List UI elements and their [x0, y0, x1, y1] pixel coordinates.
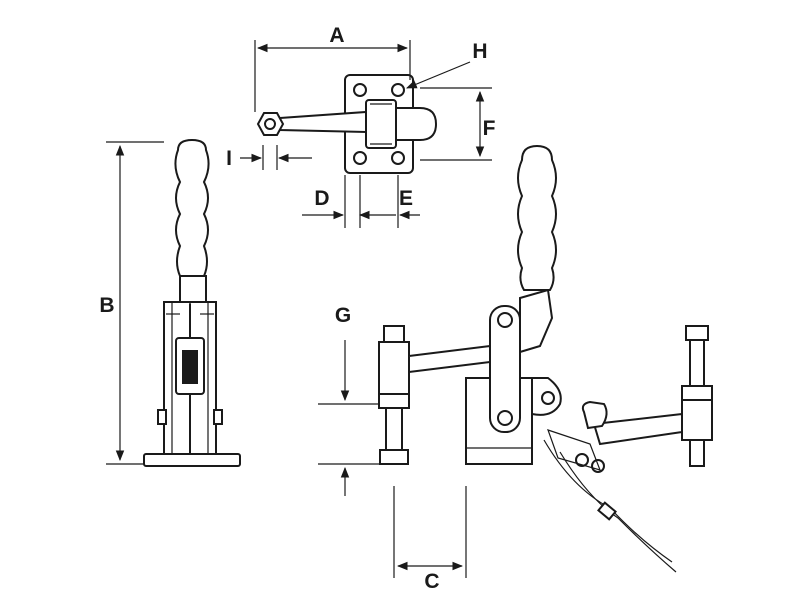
dimension-f: F — [420, 87, 496, 161]
front-view — [143, 138, 241, 467]
dimension-i: I — [226, 145, 312, 170]
label-e: E — [399, 187, 413, 210]
open-position-phantom — [543, 325, 713, 573]
label-c: C — [424, 570, 439, 593]
top-view — [256, 74, 438, 174]
label-h: H — [472, 40, 487, 63]
dimension-b: B — [99, 141, 164, 465]
dimension-c: C — [393, 486, 467, 593]
label-i: I — [226, 147, 232, 170]
dimension-g: G — [318, 304, 380, 496]
label-f: F — [483, 117, 496, 140]
side-view — [378, 144, 562, 465]
dimension-h: H — [406, 40, 488, 89]
label-a: A — [329, 24, 344, 47]
label-b: B — [99, 294, 114, 317]
dimension-d-e: D E — [302, 175, 420, 228]
label-d: D — [314, 187, 329, 210]
dimension-a: A — [254, 24, 411, 112]
label-g: G — [335, 304, 351, 327]
